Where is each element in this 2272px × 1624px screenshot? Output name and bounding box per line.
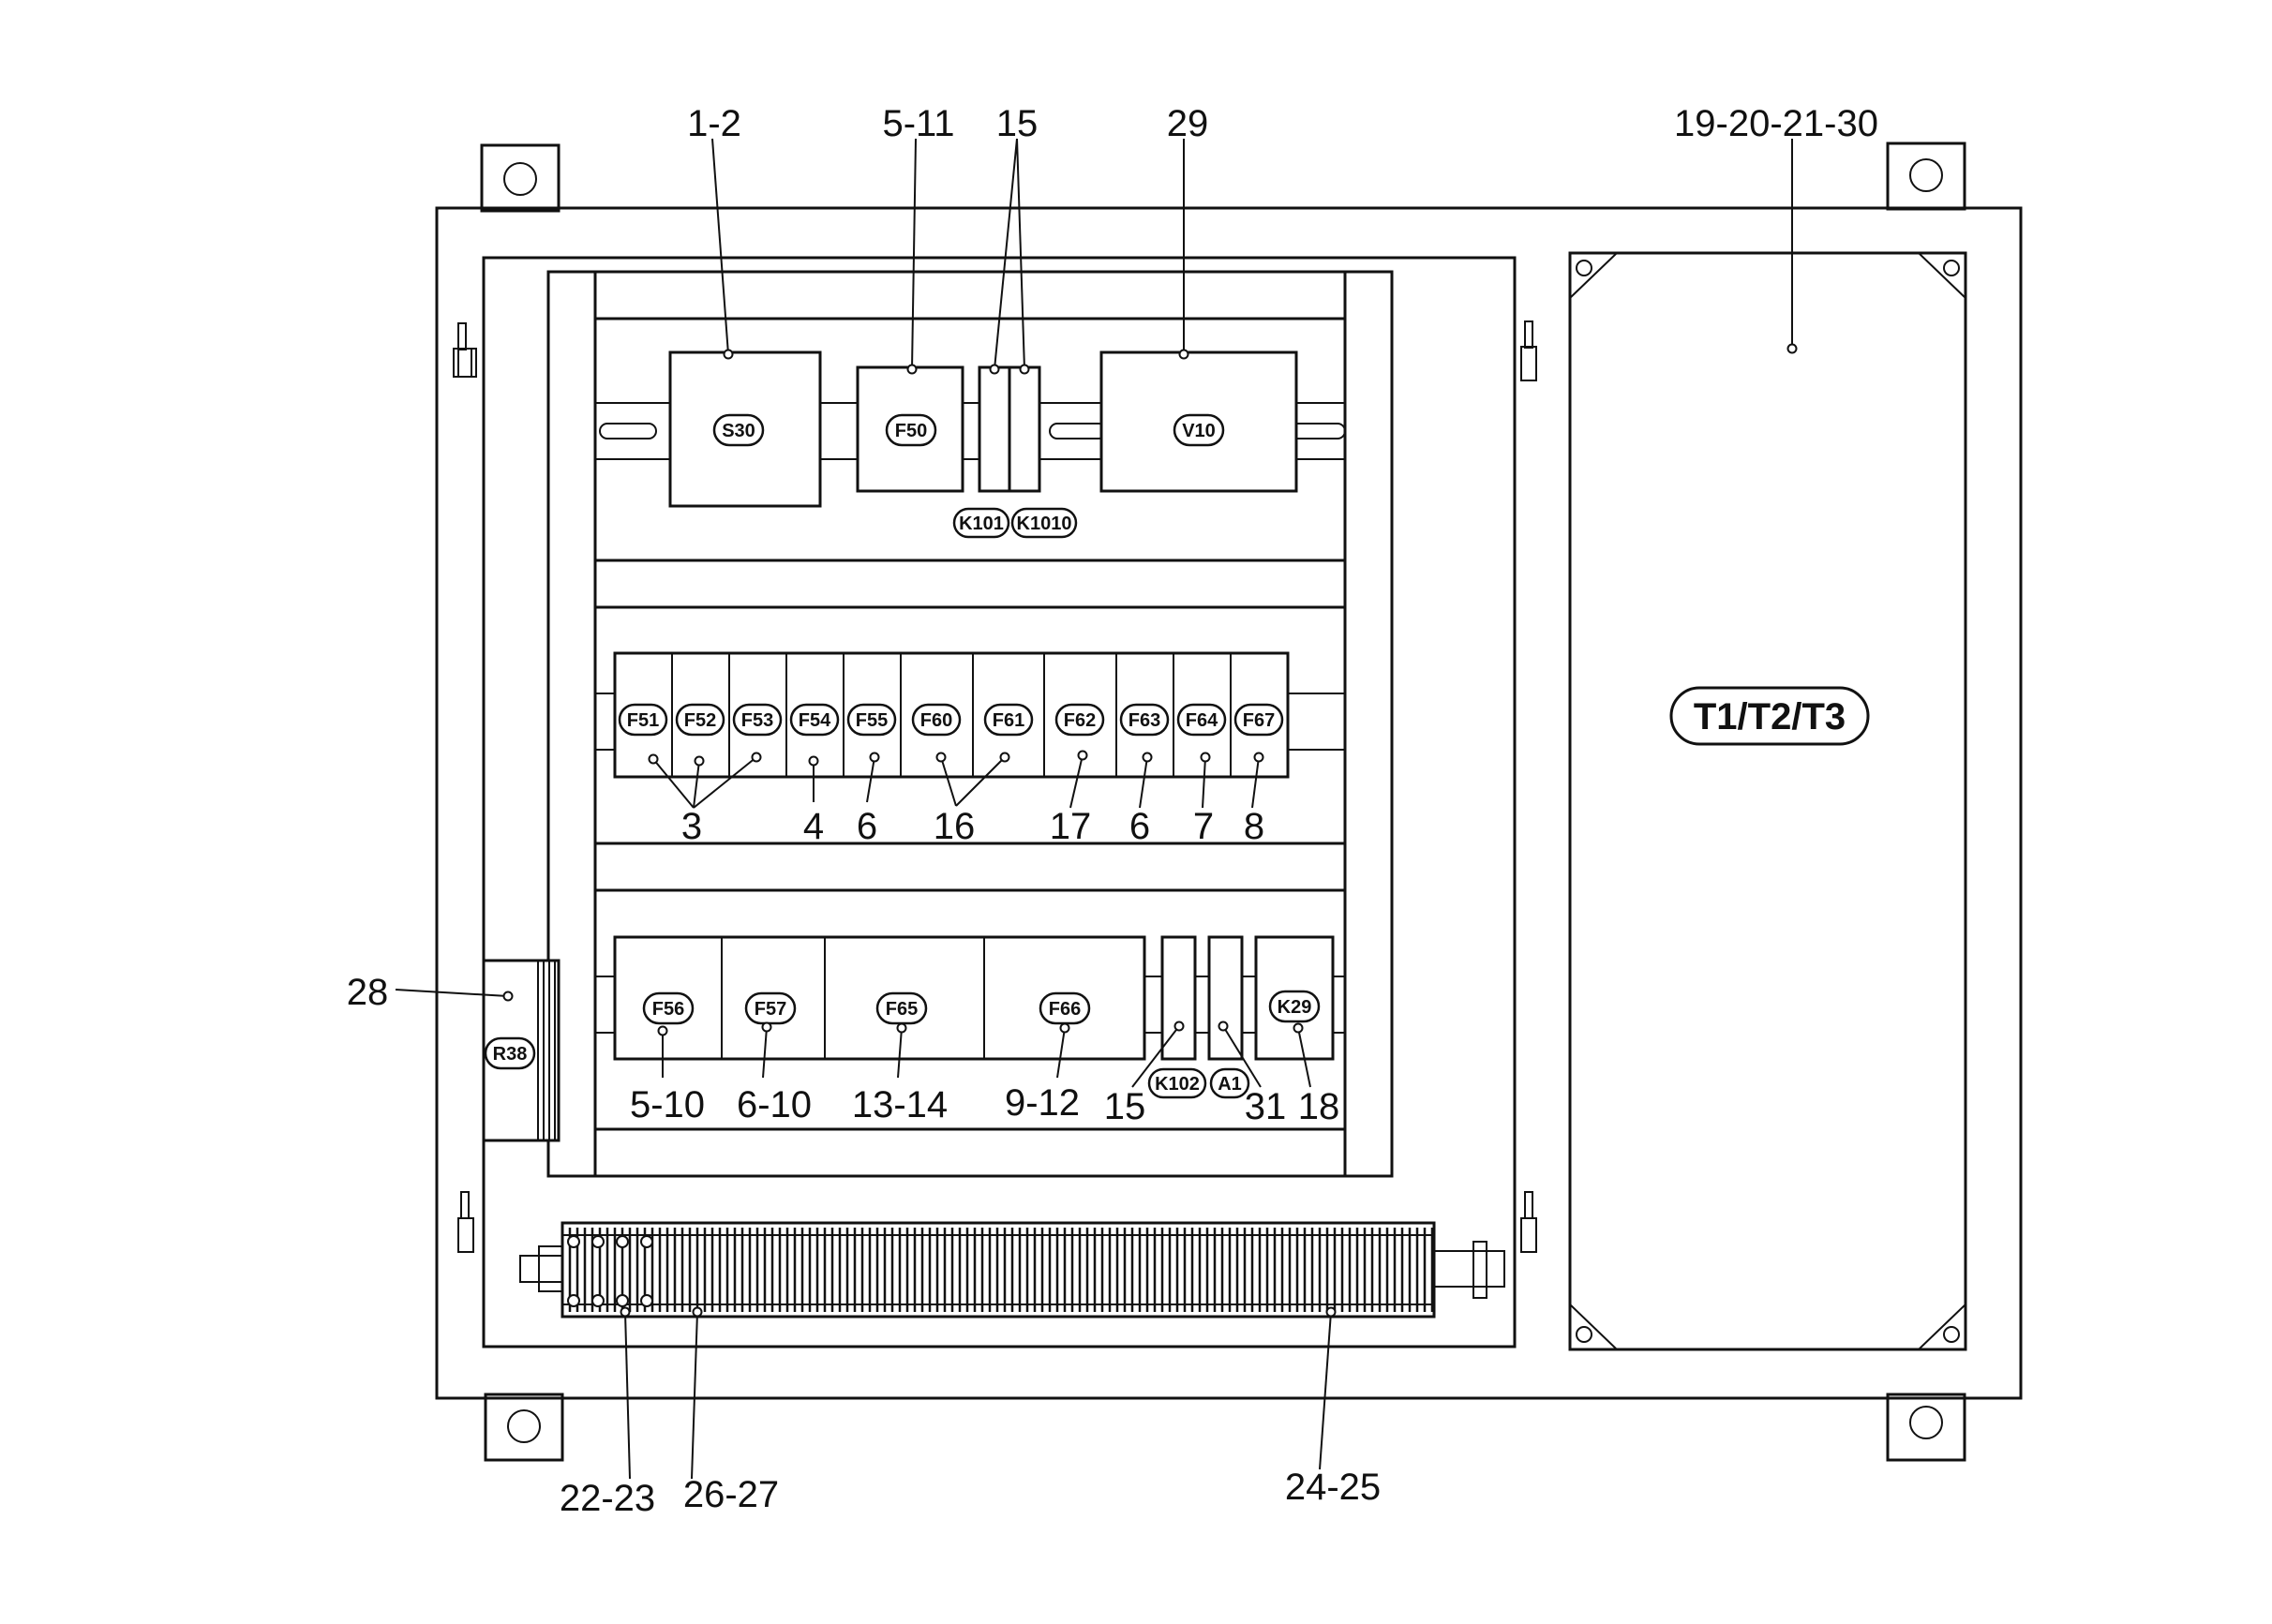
callout-5-10: 5-10 — [630, 1084, 705, 1125]
tag-f53: F53 — [741, 710, 773, 731]
callout-3: 3 — [681, 806, 702, 847]
callout-15-bottom: 15 — [1104, 1086, 1146, 1127]
callout-13-14: 13-14 — [852, 1084, 948, 1125]
callout-24-25: 24-25 — [1285, 1467, 1381, 1508]
tag-f64: F64 — [1186, 710, 1218, 731]
callout-6b: 6 — [1129, 806, 1150, 847]
callout-6-10: 6-10 — [737, 1084, 812, 1125]
door-hinges — [453, 320, 1537, 1253]
tag-pill-f60 — [911, 703, 962, 737]
tag-s30: S30 — [722, 421, 755, 441]
tag-pill-f51 — [618, 703, 668, 737]
tag-t1-t2-t3: T1/T2/T3 — [1694, 696, 1846, 738]
tag-k101: K101 — [959, 514, 1004, 534]
tag-f65: F65 — [886, 999, 918, 1020]
tag-pill-f52 — [675, 703, 725, 737]
callout-6a: 6 — [857, 806, 877, 847]
tag-pill-f53 — [732, 703, 783, 737]
tag-k102: K102 — [1155, 1074, 1200, 1095]
callout-5-11: 5-11 — [882, 103, 954, 144]
tag-f60: F60 — [920, 710, 952, 731]
tag-r38: R38 — [493, 1044, 528, 1065]
tag-pill-f63 — [1119, 703, 1170, 737]
tag-pill-f67 — [1233, 703, 1284, 737]
relay-k101 — [978, 365, 1011, 493]
callout-8: 8 — [1244, 806, 1264, 847]
callout-31: 31 — [1245, 1086, 1287, 1127]
callout-29: 29 — [1167, 103, 1209, 144]
callout-4: 4 — [803, 806, 824, 847]
tag-pill-f54 — [789, 703, 840, 737]
tag-k29: K29 — [1278, 997, 1312, 1018]
callout-15-top: 15 — [996, 103, 1039, 144]
terminal-block — [519, 1221, 1505, 1319]
callout-18: 18 — [1298, 1086, 1340, 1127]
tag-pill-f64 — [1176, 703, 1227, 737]
callout-7: 7 — [1193, 806, 1214, 847]
tag-pill-f55 — [846, 703, 897, 737]
tag-pill-f61 — [983, 703, 1034, 737]
transformer-enclosure: T1/T2/T3 — [1568, 251, 1967, 1351]
callout-19-20-21-30: 19-20-21-30 — [1674, 103, 1878, 144]
tag-f52: F52 — [684, 710, 716, 731]
tag-f63: F63 — [1129, 710, 1160, 731]
tag-pill-f62 — [1054, 703, 1105, 737]
tag-f55: F55 — [856, 710, 888, 731]
cabinet-inner-frame — [482, 256, 1517, 1348]
tag-f61: F61 — [993, 710, 1024, 731]
tag-f67: F67 — [1243, 710, 1275, 731]
tag-k1010: K1010 — [1017, 514, 1072, 534]
tag-f66: F66 — [1049, 999, 1081, 1020]
tag-f54: F54 — [799, 710, 831, 731]
callout-1-2: 1-2 — [687, 103, 741, 144]
leader-endpoints — [502, 343, 1798, 1318]
callout-9-12: 9-12 — [1005, 1082, 1080, 1124]
callout-26-27: 26-27 — [683, 1474, 779, 1515]
tag-v10: V10 — [1182, 421, 1216, 441]
mounting-lugs — [480, 142, 1966, 1462]
callout-28: 28 — [347, 972, 389, 1013]
tag-f62: F62 — [1064, 710, 1096, 731]
fuse-strip-row3 — [613, 935, 1335, 1061]
tag-f50: F50 — [895, 421, 927, 441]
tag-f57: F57 — [755, 999, 786, 1020]
relay-k1010 — [1008, 365, 1041, 493]
callout-labels: 1-2 5-11 15 29 19-20-21-30 3 4 6 16 17 6… — [347, 103, 1878, 1519]
callout-22-23: 22-23 — [560, 1478, 655, 1519]
tag-a1: A1 — [1218, 1074, 1242, 1095]
callout-16: 16 — [934, 806, 976, 847]
tag-f51: F51 — [627, 710, 659, 731]
cabinet-housing — [435, 206, 2023, 1400]
mounting-plate — [546, 270, 1394, 1178]
tag-f56: F56 — [652, 999, 684, 1020]
callout-17: 17 — [1050, 806, 1092, 847]
leader-lines — [395, 138, 1793, 1480]
